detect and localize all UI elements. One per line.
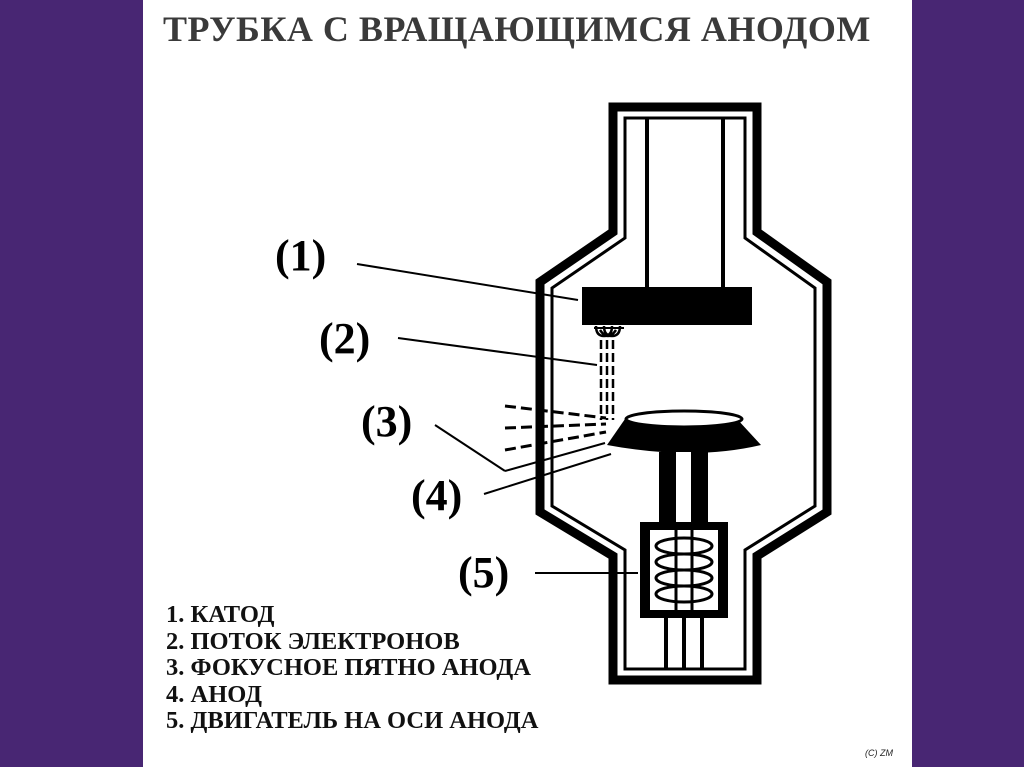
leader-line-2 [397,337,598,366]
motor-coil-icon [654,530,714,610]
label-4: (4) [411,471,463,520]
anode-shaft-core [676,452,691,524]
legend-item-5: 5. ДВИГАТЕЛЬ НА ОСИ АНОДА [166,707,539,734]
label-5: (5) [458,548,510,597]
cathode-block [582,287,752,325]
legend-item-3: 3. ФОКУСНОЕ ПЯТНО АНОДА [166,654,531,681]
anode-face [624,409,744,429]
label-2: (2) [319,314,371,363]
leader-line-1 [356,263,579,301]
legend-item-1: 1. КАТОД [166,601,275,628]
xray-emission [504,404,607,452]
legend-item-4: 4. АНОД [166,680,262,708]
leader-line-4 [483,453,612,495]
leader-line-3b [504,442,606,472]
copyright-mark: (C) ZM [865,748,893,758]
label-1: (1) [275,231,327,280]
label-3: (3) [361,397,413,446]
anode-disc [607,419,761,453]
filament-icon [594,325,622,338]
legend-item-2: 2. ПОТОК ЭЛЕКТРОНОВ [166,627,460,655]
tube-envelope-inner [550,116,817,671]
diagram-title: ТРУБКА С ВРАЩАЮЩИМСЯ АНОДОМ [163,9,871,49]
legend-list: 1. КАТОД 2. ПОТОК ЭЛЕКТРОНОВ 3. ФОКУСНОЕ… [166,601,539,735]
slide-canvas [143,0,912,767]
electron-beam [599,340,615,420]
leader-line-3 [434,424,506,472]
tube-envelope-outer [535,102,832,685]
